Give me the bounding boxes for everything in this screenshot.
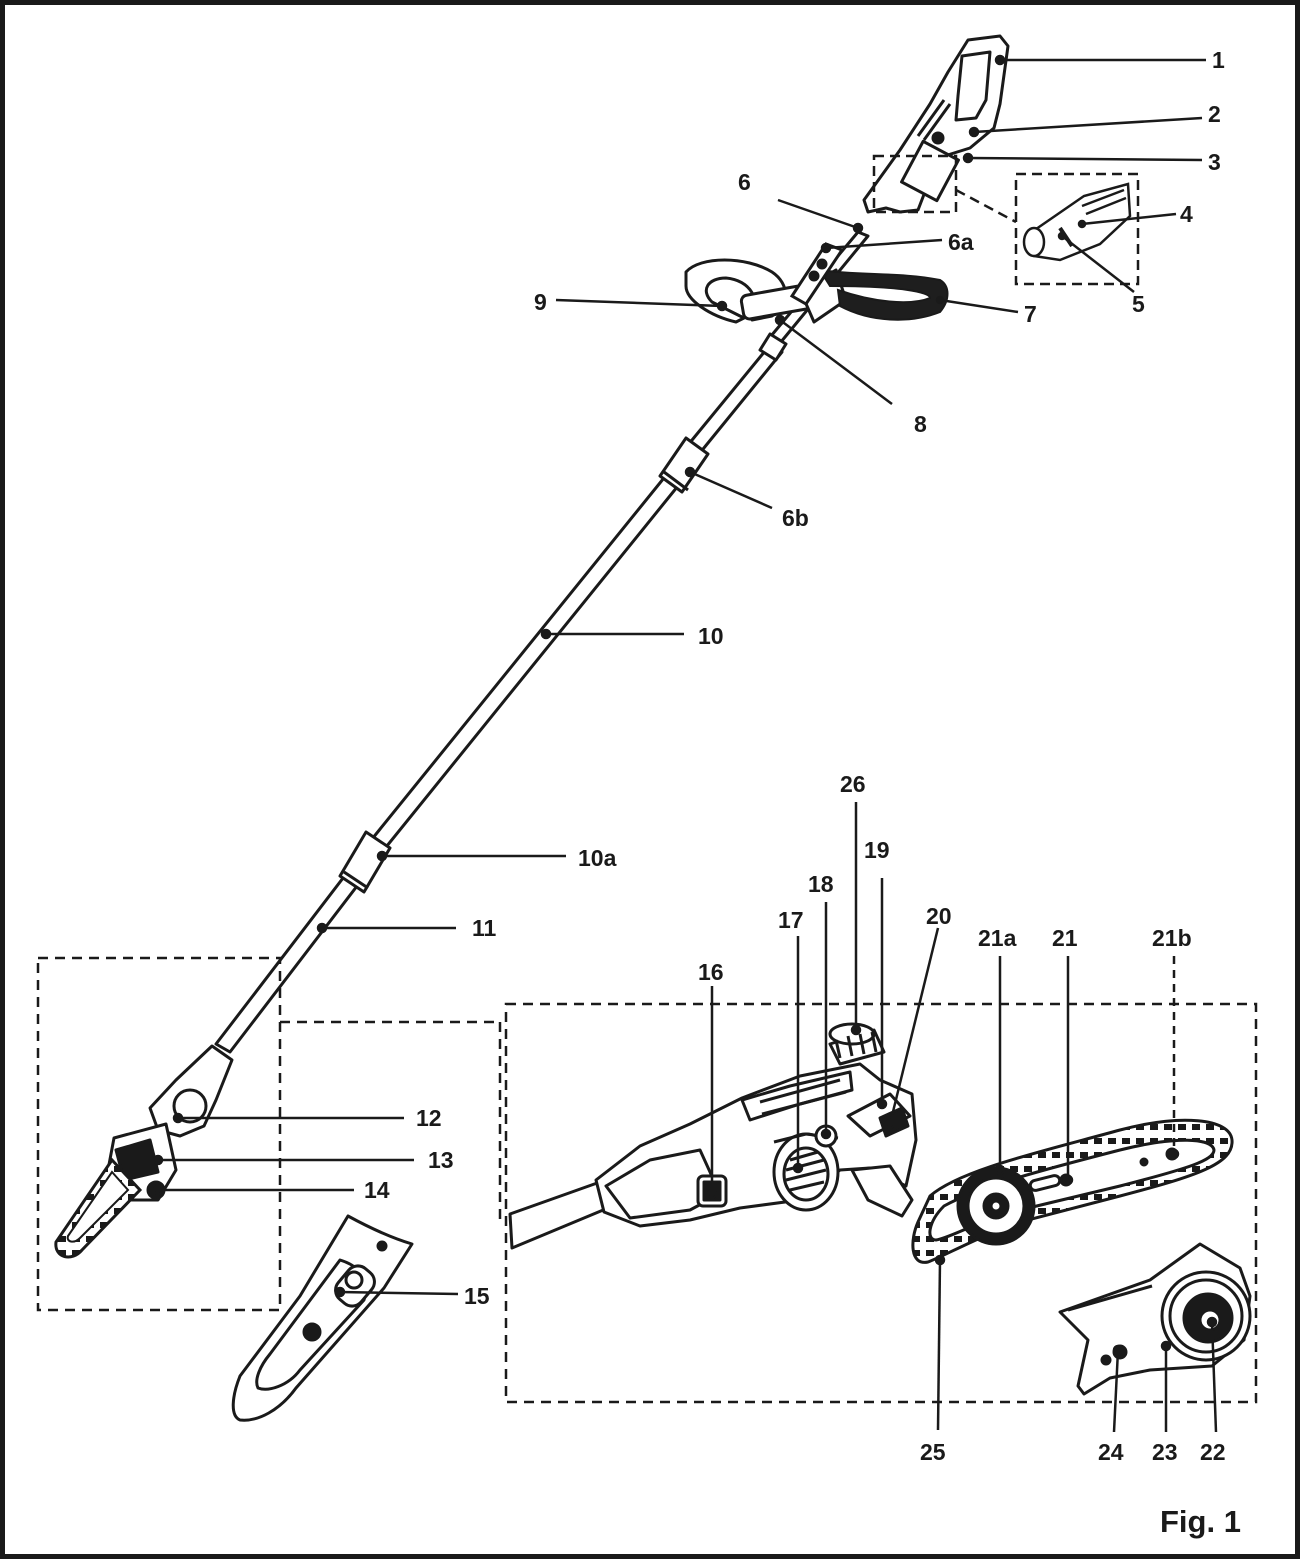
callout-21: 21: [1052, 925, 1078, 951]
leader-lines: [152, 54, 1218, 1433]
callout-24: 24: [1098, 1439, 1124, 1465]
vent-grille: [782, 1146, 830, 1202]
callout-10a: 10a: [578, 845, 617, 871]
rear-handle: [862, 34, 1010, 214]
callout-17: 17: [778, 907, 804, 933]
callout-5: 5: [1132, 291, 1145, 317]
callout-6b: 6b: [782, 505, 809, 531]
callout-9: 9: [534, 289, 547, 315]
callout-15: 15: [464, 1283, 490, 1309]
callout-21b: 21b: [1152, 925, 1192, 951]
switch-detail-inset: [872, 154, 1140, 286]
callout-22: 22: [1200, 1439, 1226, 1465]
callout-14: 14: [364, 1177, 390, 1203]
shoulder-strap: [818, 268, 949, 321]
callout-12: 12: [416, 1105, 442, 1131]
callout-6a: 6a: [948, 229, 974, 255]
callout-7: 7: [1024, 301, 1037, 327]
callout-3: 3: [1208, 149, 1221, 175]
callout-4: 4: [1180, 201, 1193, 227]
figure-caption: Fig. 1: [1160, 1504, 1241, 1539]
callout-11: 11: [472, 915, 497, 941]
callout-8: 8: [914, 411, 927, 437]
callout-18: 18: [808, 871, 834, 897]
callout-labels: 1 2 3 4 5 6 6a 6b 7 8 9 10 10a 11 12 13 …: [364, 47, 1226, 1465]
sprocket-cover: [1058, 1242, 1252, 1396]
callout-6: 6: [738, 169, 751, 195]
callout-26: 26: [840, 771, 866, 797]
callout-20: 20: [926, 903, 952, 929]
callout-23: 23: [1152, 1439, 1178, 1465]
guide-bar-chain: [911, 1118, 1234, 1264]
guide-bar-cover: [231, 1214, 414, 1422]
callout-2: 2: [1208, 101, 1221, 127]
callout-19: 19: [864, 837, 890, 863]
callout-1: 1: [1212, 47, 1225, 73]
small-guide-bar: [54, 1157, 143, 1259]
callout-21a: 21a: [978, 925, 1017, 951]
callout-16: 16: [698, 959, 724, 985]
callout-10: 10: [698, 623, 724, 649]
callout-25: 25: [920, 1439, 946, 1465]
switch-detail-drawing: [1022, 182, 1132, 262]
callout-13: 13: [428, 1147, 454, 1173]
telescopic-pole: [214, 230, 870, 1054]
